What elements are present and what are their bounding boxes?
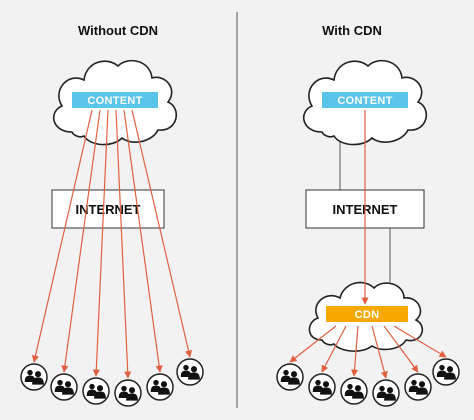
request-arrows-left — [31, 109, 193, 379]
user-group-left — [20, 358, 204, 407]
request-arrow — [123, 109, 163, 373]
request-arrow — [92, 109, 109, 377]
request-arrow — [350, 325, 359, 377]
content-tag-right — [322, 92, 408, 108]
request-arrow — [115, 109, 132, 379]
content-label-left: CONTENT — [87, 95, 142, 107]
request-arrow — [383, 325, 419, 373]
request-arrow — [393, 325, 447, 358]
users-icon — [276, 363, 304, 391]
content-tag-left — [72, 92, 158, 108]
panel-title-without-cdn: Without CDN — [78, 23, 158, 38]
users-icon — [432, 358, 460, 386]
panel-without-cdn: Without CDN CONTENT INTERNET — [20, 23, 204, 407]
cdn-label: CDN — [355, 309, 380, 321]
request-arrow — [31, 109, 93, 363]
users-icon — [146, 373, 174, 401]
request-arrow — [371, 325, 388, 379]
users-icon — [114, 379, 142, 407]
internet-label-left: INTERNET — [76, 202, 141, 217]
internet-box-left — [51, 189, 165, 229]
users-icon — [404, 373, 432, 401]
users-icon — [50, 373, 78, 401]
users-icon — [176, 358, 204, 386]
request-arrow — [321, 325, 347, 373]
request-arrows-right — [289, 110, 447, 379]
panel-title-with-cdn: With CDN — [322, 23, 382, 38]
users-icon — [308, 373, 336, 401]
request-arrow — [131, 109, 193, 358]
users-icon — [20, 363, 48, 391]
cdn-tag — [326, 306, 408, 322]
panel-with-cdn: With CDN CONTENT INTERNET CDN — [276, 23, 460, 407]
request-arrow — [61, 109, 101, 373]
users-icon — [340, 377, 368, 405]
request-arrow — [289, 325, 337, 363]
user-group-right — [276, 358, 460, 407]
users-icon — [372, 379, 400, 407]
content-label-right: CONTENT — [337, 95, 392, 107]
users-icon — [82, 377, 110, 405]
